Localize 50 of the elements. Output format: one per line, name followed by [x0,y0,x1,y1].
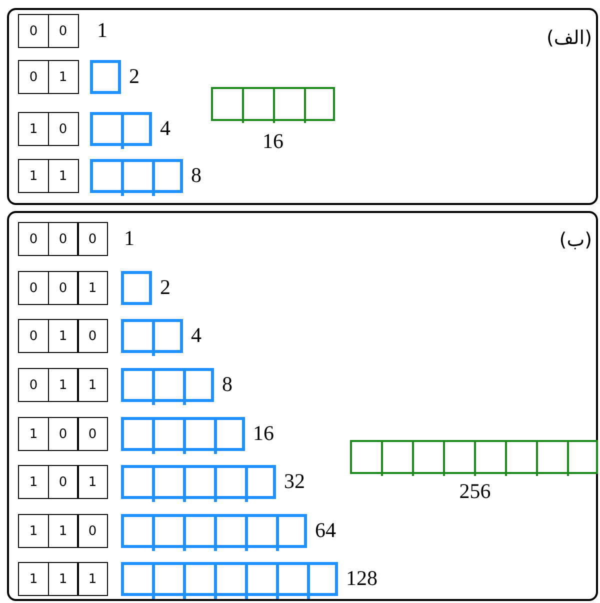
bit-cell: 0 [48,271,78,305]
count-label: 16 [262,129,284,153]
bit-cell: 0 [48,465,78,499]
bit-cell: 0 [77,514,108,548]
count-label: 2 [129,64,140,88]
bit-cell: 1 [18,514,49,548]
bit-cell: 0 [77,417,108,451]
bit-cell: 1 [77,562,108,596]
count-label: 32 [284,469,305,493]
count-label: 64 [315,518,336,542]
bit-cell: 0 [77,319,108,353]
bit-cell: 0 [18,368,49,402]
count-label: 8 [222,372,232,396]
count-label: 256 [459,479,491,503]
count-label: 16 [253,421,274,445]
bit-cell: 0 [48,222,78,256]
bit-cell: 1 [48,368,78,402]
bit-cell: 1 [77,271,108,305]
bit-cell: 0 [18,319,49,353]
bit-cell: 1 [18,112,49,146]
count-label: 4 [160,116,170,140]
bit-cell: 0 [18,271,49,305]
bit-cell: 1 [48,60,78,94]
bit-cell: 1 [48,319,78,353]
panel-heading: (الف) [546,27,592,49]
panel [7,211,598,601]
panel-heading: (ب) [559,229,592,251]
bit-cell: 0 [18,222,49,256]
bit-cell: 0 [48,112,78,146]
count-label: 4 [191,323,202,347]
count-label: 1 [97,18,108,42]
bit-cell: 1 [48,159,78,193]
bit-cell: 1 [18,159,49,193]
bit-cell: 0 [77,222,108,256]
bit-cell: 1 [77,368,108,402]
bit-cell: 0 [48,417,78,451]
bit-cell: 0 [48,14,78,48]
bit-cell: 0 [18,60,49,94]
count-label: 2 [160,275,170,299]
bit-cell: 1 [18,562,49,596]
panel [7,8,598,205]
bit-cell: 1 [77,465,108,499]
bit-cell: 0 [18,14,49,48]
bit-cell: 1 [18,465,49,499]
bit-cell: 1 [18,417,49,451]
bit-cell: 1 [48,562,78,596]
count-label: 8 [191,163,202,187]
count-label: 1 [124,226,134,250]
bit-cell: 1 [48,514,78,548]
count-label: 128 [346,566,378,590]
